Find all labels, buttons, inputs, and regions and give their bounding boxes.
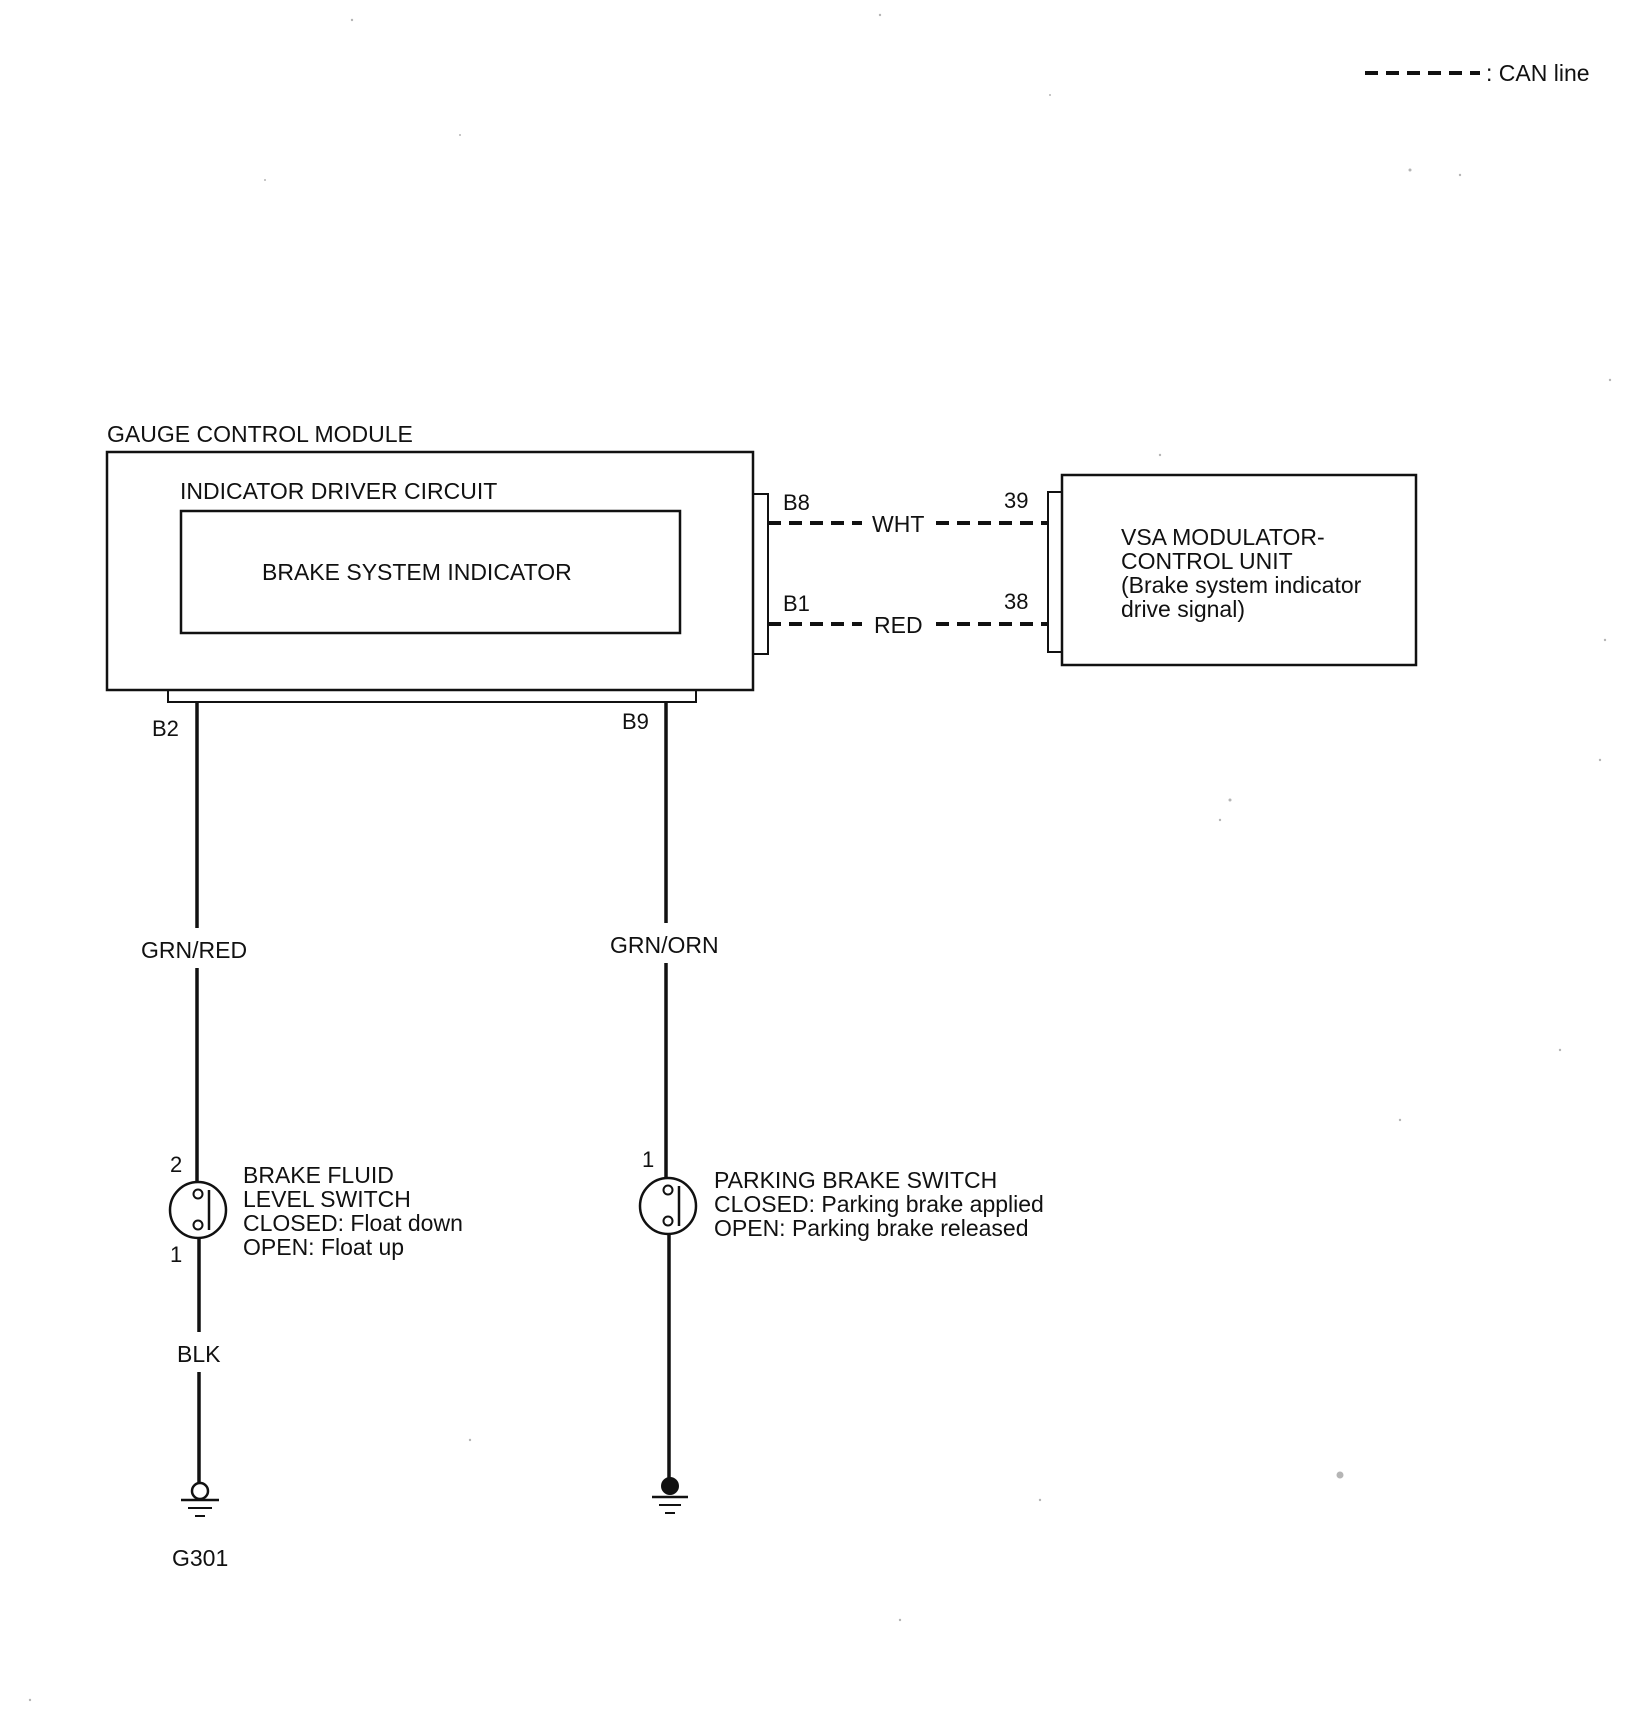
wire-label-grn-orn: GRN/ORN [610,932,719,958]
pin-b1: B1 [783,591,810,616]
vsa-unit-line2: CONTROL UNIT [1121,548,1293,574]
pin-39: 39 [1004,488,1028,513]
ground-g301-label: G301 [172,1545,228,1571]
vsa-modulator-control-unit: VSA MODULATOR- CONTROL UNIT (Brake syste… [1004,473,1418,667]
vsa-unit-line4: drive signal) [1121,596,1245,622]
parking-brake-circuit: GRN/ORN 1 PARKING BRAKE SWITCH CLOSED: P… [610,702,1044,1514]
brake-fluid-label-line4: OPEN: Float up [243,1234,404,1260]
pin-b9: B9 [622,709,649,734]
gauge-control-module: GAUGE CONTROL MODULE INDICATOR DRIVER CI… [105,421,810,741]
vsa-unit-line1: VSA MODULATOR- [1121,524,1325,550]
parking-brake-pin-1: 1 [642,1147,654,1172]
vsa-connector-strip [1047,491,1063,653]
can-line-wht: WHT [768,511,1048,537]
can-line-legend-label: : CAN line [1486,60,1590,86]
brake-fluid-pin-1: 1 [170,1242,182,1267]
brake-system-indicator-label: BRAKE SYSTEM INDICATOR [262,559,572,585]
brake-system-indicator-box [179,509,682,635]
parking-brake-switch-symbol [638,1176,698,1236]
body-ground-symbol [652,1477,688,1514]
vsa-unit-line3: (Brake system indicator [1121,572,1362,598]
wire-label-wht: WHT [872,511,924,537]
brake-fluid-label-line3: CLOSED: Float down [243,1210,463,1236]
can-line-red: RED [768,612,1048,638]
wire-label-blk: BLK [177,1341,221,1367]
brake-fluid-label-line2: LEVEL SWITCH [243,1186,411,1212]
vsa-unit-box [1060,473,1418,667]
brake-fluid-circuit: GRN/RED 2 1 BRAKE FLUID LEVEL SWITCH CLO… [141,702,463,1571]
connector-strip-right [752,493,769,655]
wire-label-grn-red: GRN/RED [141,937,247,963]
indicator-driver-circuit-label: INDICATOR DRIVER CIRCUIT [180,478,497,504]
parking-brake-label-line3: OPEN: Parking brake released [714,1215,1029,1241]
brake-fluid-switch-symbol [168,1180,228,1240]
pin-38: 38 [1004,589,1028,614]
brake-fluid-label-line1: BRAKE FLUID [243,1162,394,1188]
parking-brake-label-line2: CLOSED: Parking brake applied [714,1191,1044,1217]
ground-g301-symbol [181,1481,219,1517]
parking-brake-label-line1: PARKING BRAKE SWITCH [714,1167,997,1193]
pin-b8: B8 [783,490,810,515]
gauge-control-module-title: GAUGE CONTROL MODULE [107,421,413,447]
pin-b2: B2 [152,716,179,741]
wire-label-red: RED [874,612,923,638]
connector-strip-bottom [167,689,697,703]
brake-fluid-pin-2: 2 [170,1152,182,1177]
scan-noise [28,13,1612,1702]
can-line-legend: : CAN line [1365,60,1590,86]
